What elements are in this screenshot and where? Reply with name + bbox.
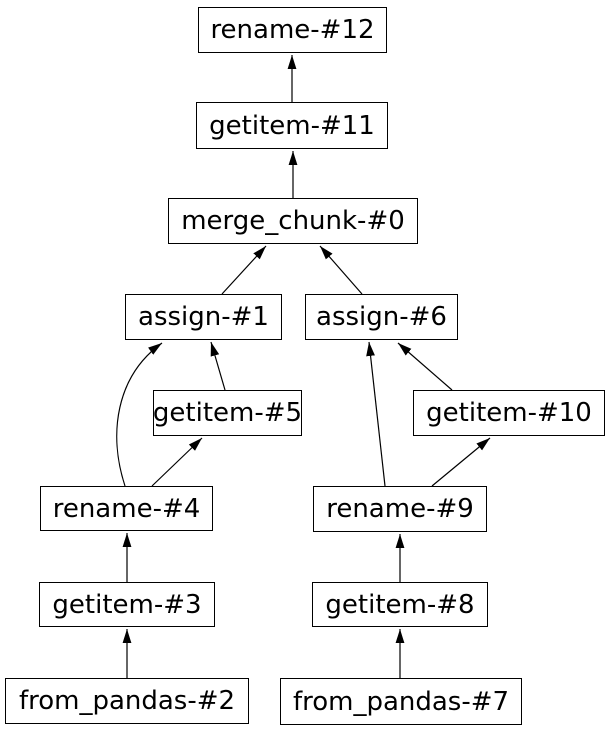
node-rename-4: rename-#4 — [40, 486, 213, 531]
edge-getitem-10-to-assign-6 — [397, 342, 453, 391]
edge-rename-4-to-assign-1 — [116, 342, 163, 487]
node-rename-9: rename-#9 — [313, 486, 487, 532]
node-getitem-8: getitem-#8 — [312, 582, 488, 627]
edge-assign-1-to-merge-chunk-0 — [221, 245, 267, 295]
node-getitem-3: getitem-#3 — [39, 582, 215, 627]
edge-assign-6-to-merge-chunk-0 — [319, 245, 363, 295]
edge-getitem-5-to-assign-1 — [210, 341, 226, 391]
node-getitem-10: getitem-#10 — [413, 390, 605, 436]
edge-rename-9-to-getitem-10 — [431, 437, 491, 487]
node-from-pandas-2: from_pandas-#2 — [5, 678, 249, 724]
edges-group — [116, 55, 491, 678]
node-assign-1: assign-#1 — [125, 294, 282, 340]
node-merge-chunk-0: merge_chunk-#0 — [168, 198, 418, 244]
node-from-pandas-7: from_pandas-#7 — [280, 678, 522, 725]
node-rename-12: rename-#12 — [198, 7, 387, 53]
node-assign-6: assign-#6 — [305, 294, 458, 340]
node-getitem-5: getitem-#5 — [153, 390, 302, 436]
node-getitem-11: getitem-#11 — [196, 102, 388, 149]
edge-rename-4-to-getitem-5 — [151, 437, 203, 487]
edge-rename-9-to-assign-6 — [366, 341, 386, 487]
